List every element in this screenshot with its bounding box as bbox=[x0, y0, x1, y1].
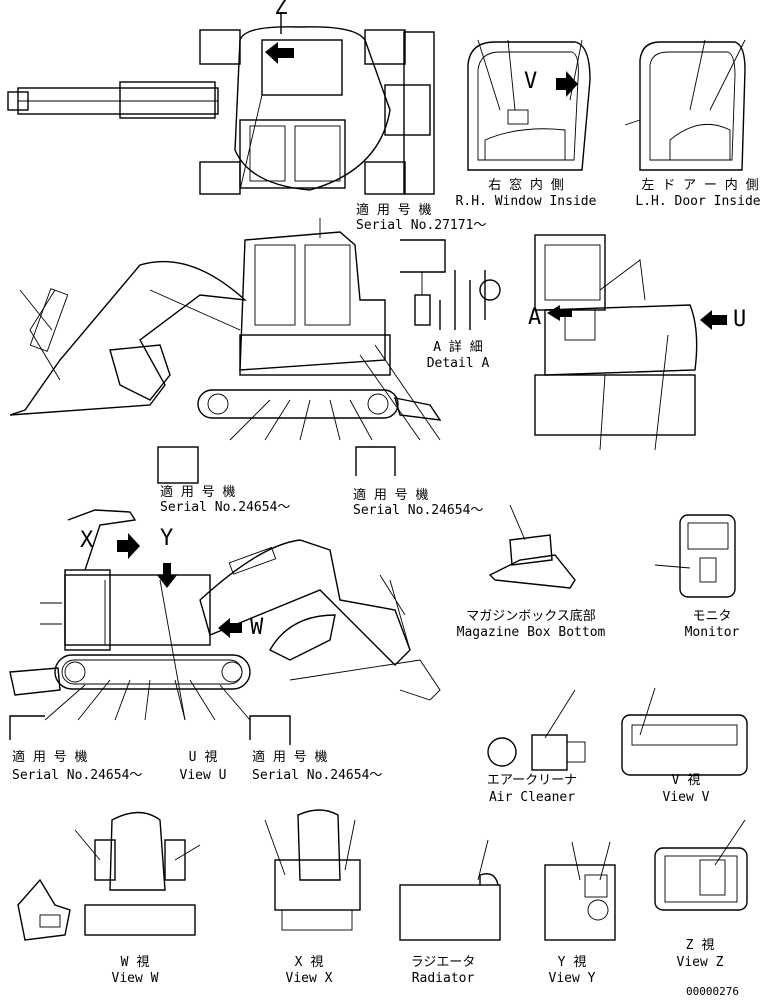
magazine-box-drawing bbox=[488, 504, 576, 589]
view-y-en: View Y bbox=[548, 971, 596, 986]
view-w-jp: W 視 bbox=[120, 955, 150, 970]
view-w-en: View W bbox=[111, 971, 159, 986]
rh-window-jp: 右 窓 内 側 bbox=[488, 178, 564, 193]
view-v-en: View V bbox=[662, 790, 710, 805]
view-u-jp: U 視 bbox=[188, 750, 218, 765]
arrow-y-icon bbox=[157, 563, 177, 588]
view-z-jp: Z 視 bbox=[685, 938, 715, 953]
serial-1-en: Serial No.27171～ bbox=[356, 218, 487, 233]
arrow-u-icon bbox=[700, 310, 727, 330]
radiator-drawing bbox=[399, 839, 501, 941]
side-view-drawing-2 bbox=[9, 509, 441, 721]
serial-box-5 bbox=[249, 715, 291, 745]
magazine-en: Magazine Box Bottom bbox=[456, 625, 606, 640]
view-marker-z: Z bbox=[274, 0, 288, 20]
radiator-jp: ラジエータ bbox=[410, 955, 476, 970]
serial-2-en: Serial No.24654～ bbox=[160, 500, 291, 515]
serial-3-jp: 適 用 号 機 bbox=[353, 488, 429, 503]
air-cleaner-drawing bbox=[487, 689, 586, 771]
view-marker-x: X bbox=[80, 528, 94, 553]
serial-box-3 bbox=[355, 446, 396, 476]
rh-window-en: R.H. Window Inside bbox=[455, 194, 597, 209]
arrow-v-icon bbox=[556, 71, 578, 97]
monitor-en: Monitor bbox=[684, 625, 740, 640]
view-marker-w: W bbox=[250, 615, 264, 640]
serial-5-jp: 適 用 号 機 bbox=[252, 750, 328, 765]
top-view-drawing bbox=[7, 26, 435, 195]
air-cleaner-jp: エアークリーナ bbox=[486, 773, 578, 788]
serial-box-2 bbox=[157, 446, 199, 484]
view-v-drawing bbox=[621, 687, 748, 776]
rear-view-drawing bbox=[534, 234, 698, 451]
view-x-jp: X 視 bbox=[294, 955, 324, 970]
serial-1-jp: 適 用 号 機 bbox=[356, 203, 432, 218]
view-marker-v: V bbox=[524, 69, 538, 94]
magazine-jp: マガジンボックス底部 bbox=[466, 609, 596, 624]
serial-box-4 bbox=[9, 715, 45, 740]
detail-a-en: Detail A bbox=[426, 356, 490, 371]
view-v-jp: V 視 bbox=[671, 773, 701, 788]
air-cleaner-en: Air Cleaner bbox=[488, 790, 576, 805]
monitor-drawing bbox=[654, 514, 736, 598]
serial-2-jp: 適 用 号 機 bbox=[160, 485, 236, 500]
view-marker-a: A bbox=[528, 305, 542, 330]
view-z-en: View Z bbox=[676, 955, 724, 970]
arrow-x-icon bbox=[117, 533, 140, 559]
monitor-jp: モニタ bbox=[692, 609, 732, 624]
serial-3-en: Serial No.24654～ bbox=[353, 503, 484, 518]
view-y-drawing bbox=[544, 841, 616, 941]
arrow-w-icon bbox=[218, 618, 242, 638]
serial-4-en: Serial No.24654～ bbox=[12, 768, 143, 783]
lh-door-en: L.H. Door Inside bbox=[635, 194, 761, 209]
radiator-en: Radiator bbox=[411, 971, 475, 986]
detail-a-drawing bbox=[400, 239, 501, 330]
lh-door-jp: 左 ド ア ー 内 側 bbox=[641, 178, 759, 193]
arrow-z-icon bbox=[265, 42, 294, 64]
view-marker-u: U bbox=[733, 307, 747, 332]
view-w-drawing bbox=[17, 811, 201, 941]
side-view-drawing-1 bbox=[9, 218, 442, 441]
view-x-drawing bbox=[264, 809, 361, 931]
view-y-jp: Y 視 bbox=[557, 955, 587, 970]
view-u-en: View U bbox=[179, 768, 227, 783]
view-z-drawing bbox=[654, 819, 748, 911]
arrow-a-icon bbox=[547, 305, 572, 321]
view-marker-y: Y bbox=[160, 526, 174, 551]
view-x-en: View X bbox=[285, 971, 333, 986]
serial-5-en: Serial No.24654～ bbox=[252, 768, 383, 783]
lh-door-drawing bbox=[624, 39, 746, 171]
serial-4-jp: 適 用 号 機 bbox=[12, 750, 88, 765]
detail-a-jp: A 詳 細 bbox=[433, 340, 483, 355]
rh-window-drawing bbox=[467, 39, 591, 171]
drawing-number: 00000276 bbox=[686, 985, 739, 998]
